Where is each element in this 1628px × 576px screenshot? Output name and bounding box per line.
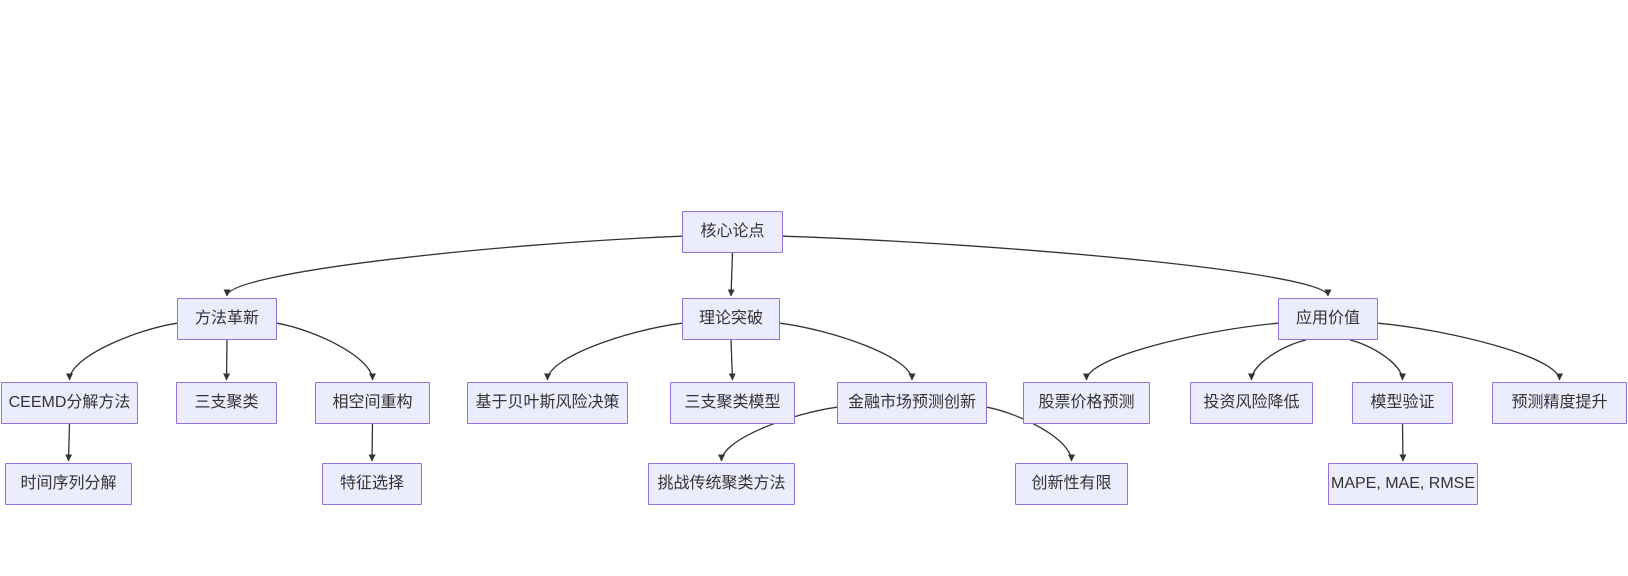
node-label: 理论突破 [698, 310, 763, 327]
node-precision: 预测精度提升 [1492, 382, 1627, 424]
edge-method-to-phase [276, 322, 376, 381]
node-label: 金融市场预测创新 [847, 394, 976, 411]
node-finance: 金融市场预测创新 [837, 382, 987, 424]
node-ceemd: CEEMD分解方法 [1, 382, 138, 424]
node-three-way: 三支聚类 [176, 382, 277, 424]
edge-core-to-value [782, 235, 1332, 297]
node-timeseries: 时间序列分解 [5, 463, 132, 505]
node-validate: 模型验证 [1352, 382, 1453, 424]
edge-theory-to-twc-model [728, 339, 736, 381]
edge-phase-to-feature [368, 423, 376, 462]
node-stock: 股票价格预测 [1023, 382, 1150, 424]
node-label: 核心论点 [700, 223, 765, 240]
node-challenge: 挑战传统聚类方法 [648, 463, 795, 505]
node-label: 方法革新 [194, 310, 259, 327]
edge-method-to-three-way [223, 339, 231, 381]
edge-method-to-ceemd [66, 322, 178, 381]
node-feature: 特征选择 [322, 463, 422, 505]
edge-group [65, 235, 1563, 462]
node-label: 股票价格预测 [1038, 394, 1135, 411]
node-twc-model: 三支聚类模型 [670, 382, 795, 424]
node-theory: 理论突破 [682, 298, 780, 340]
node-method: 方法革新 [177, 298, 277, 340]
node-label: 特征选择 [339, 475, 404, 492]
node-label: 投资风险降低 [1203, 394, 1300, 411]
node-core: 核心论点 [682, 211, 783, 253]
edge-value-to-stock [1083, 322, 1279, 381]
edge-ceemd-to-timeseries [65, 423, 73, 462]
node-label: 相空间重构 [332, 394, 413, 411]
node-invest: 投资风险降低 [1190, 382, 1313, 424]
edge-value-to-invest [1248, 339, 1307, 381]
node-label: 时间序列分解 [20, 475, 117, 492]
edge-theory-to-finance [779, 322, 916, 381]
node-label: 三支聚类模型 [684, 394, 781, 411]
node-label: 创新性有限 [1031, 475, 1112, 492]
node-label: 挑战传统聚类方法 [657, 475, 786, 492]
node-label: 模型验证 [1370, 394, 1435, 411]
node-label: MAPE, MAE, RMSE [1330, 475, 1476, 492]
edge-value-to-validate [1349, 339, 1406, 381]
node-metrics: MAPE, MAE, RMSE [1328, 463, 1478, 505]
node-value: 应用价值 [1278, 298, 1378, 340]
node-bayes: 基于贝叶斯风险决策 [467, 382, 628, 424]
edge-theory-to-bayes [544, 322, 683, 381]
edge-core-to-method [223, 235, 683, 297]
node-label: 三支聚类 [194, 394, 259, 411]
edge-value-to-precision [1377, 322, 1563, 381]
node-label: 预测精度提升 [1511, 394, 1608, 411]
node-label: 应用价值 [1295, 310, 1360, 327]
edge-core-to-theory [727, 252, 735, 297]
node-limited: 创新性有限 [1015, 463, 1128, 505]
node-phase: 相空间重构 [315, 382, 430, 424]
node-label: 基于贝叶斯风险决策 [475, 394, 620, 411]
edge-validate-to-metrics [1399, 423, 1407, 462]
node-label: CEEMD分解方法 [8, 394, 131, 411]
